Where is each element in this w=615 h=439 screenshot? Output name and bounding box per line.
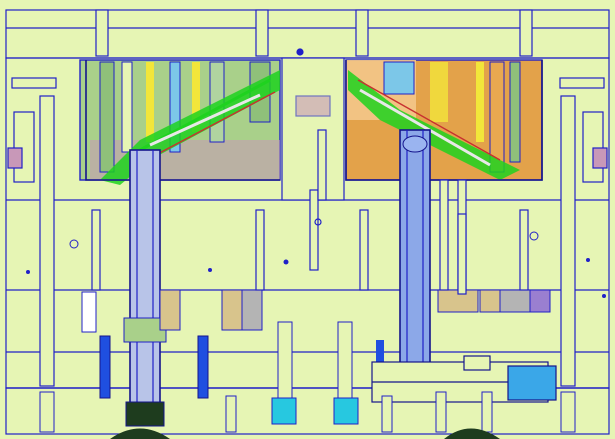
bottom-clamp-details (39, 391, 576, 433)
right-cavity-block (345, 59, 543, 181)
top-clamp-plate (5, 9, 610, 59)
support-blocks (110, 428, 500, 439)
left-cavity-block (79, 59, 281, 185)
hydraulic-connector (371, 355, 557, 403)
guide-bolts (91, 179, 529, 295)
right-lifter-rod (399, 129, 431, 371)
bolt-holes (26, 49, 606, 298)
left-lifter-rod (123, 149, 167, 427)
guide-pillars (7, 77, 608, 387)
centre-sprue-column (281, 48, 345, 271)
ejector-pins (99, 321, 384, 425)
